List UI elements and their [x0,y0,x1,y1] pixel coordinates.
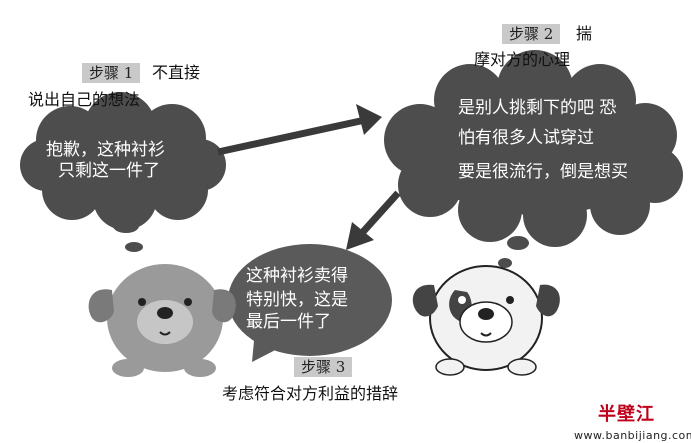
gray-dog-character [88,264,236,377]
step3-speech-line2: 特别快，这是 [246,290,348,310]
step1-speech-line2: 只剩这一件了 [58,161,160,181]
step2-thought-line3: 要是很流行，倒是想买 [458,162,628,182]
arrow-step1-to-step2 [217,104,382,156]
watermark-url-text: www.banbijiang.com [574,429,691,442]
step2-caption-line2: 摩对方的心理 [474,50,571,69]
step1-badge: 步骤 1 [82,63,141,83]
step3-caption: 考虑符合对方利益的措辞 [222,384,399,403]
arrow-step2-to-step3 [346,190,401,250]
step3-speech-line3: 最后一件了 [246,312,331,332]
step1-caption-line1: 不直接 [152,63,201,82]
step1-speech-line1: 抱歉，这种衬衫 [46,140,165,160]
white-dog-character [412,265,560,376]
watermark-logo-text: 半壁江 [598,404,655,425]
step3-speech-line1: 这种衬衫卖得 [246,266,348,286]
watermark-logo: 半壁江 [598,400,655,426]
step3-badge: 步骤 3 [294,357,353,377]
step2-thought-line2: 怕有很多人试穿过 [458,128,594,148]
step1-thought-cloud [20,92,226,252]
watermark-url: www.banbijiang.com [574,424,691,443]
step3-speech-bubble [228,244,392,362]
step2-thought-line1: 是别人挑剩下的吧 恐 [458,98,617,118]
step2-thought-cloud [384,50,683,268]
step2-badge: 步骤 2 [502,24,561,44]
step2-caption-line1: 揣 [576,24,593,43]
step1-caption-line2: 说出自己的想法 [28,90,141,109]
